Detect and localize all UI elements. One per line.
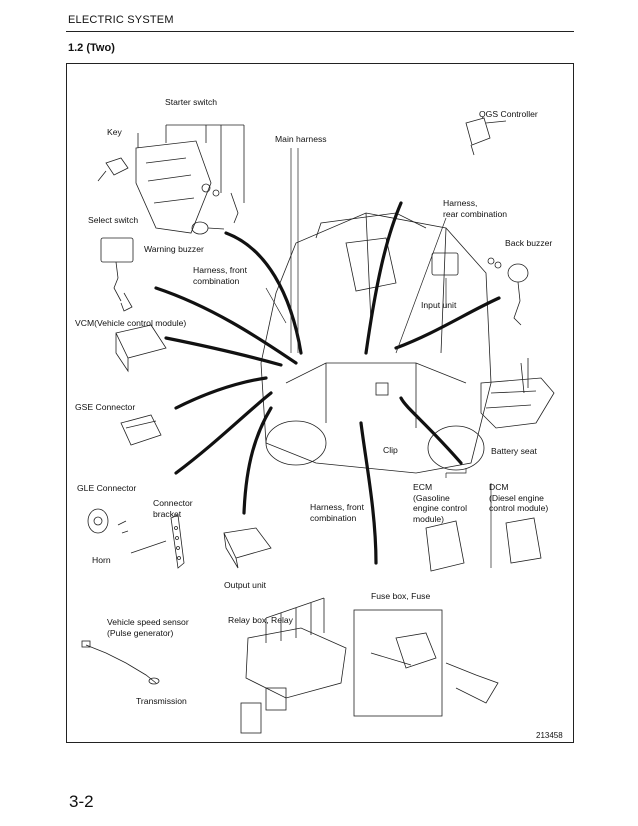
qgs-controller-shape xyxy=(465,117,491,156)
battery-seat-shape xyxy=(480,377,555,429)
input-unit-shape xyxy=(431,252,459,276)
label-ecm: ECM (Gasoline engine control module) xyxy=(413,482,467,524)
label-key: Key xyxy=(107,127,122,137)
gse-connector-shape xyxy=(120,414,162,446)
label-vcm: VCM(Vehicle control module) xyxy=(75,318,187,328)
label-gle-connector: GLE Connector xyxy=(77,483,137,493)
subsection-title: 1.2 (Two) xyxy=(68,42,115,54)
section-header: ELECTRIC SYSTEM xyxy=(68,14,174,26)
ecm-shape xyxy=(425,520,465,572)
figure-frame xyxy=(66,63,574,743)
label-input-unit: Input unit xyxy=(421,300,457,310)
select-switch-shape xyxy=(100,237,134,263)
truck-wheel-left xyxy=(265,420,327,466)
leader-harness-front xyxy=(265,287,287,324)
vcm-shape xyxy=(115,324,167,373)
label-main-harness: Main harness xyxy=(275,134,327,144)
label-clip: Clip xyxy=(383,445,398,455)
speed-sensor-shape xyxy=(85,644,157,684)
label-output-unit: Output unit xyxy=(224,580,267,590)
label-vehicle-speed-sensor: Vehicle speed sensor (Pulse generator) xyxy=(107,617,189,638)
connector-bracket-shape xyxy=(170,514,185,569)
label-select-switch: Select switch xyxy=(88,215,139,225)
label-starter-switch: Starter switch xyxy=(165,97,218,107)
clip-shape xyxy=(375,382,389,396)
header-rule xyxy=(66,31,574,32)
label-relay-box: Relay box, Relay xyxy=(228,615,293,625)
label-transmission: Transmission xyxy=(136,696,187,706)
label-connector-bracket: Connector bracket xyxy=(153,498,193,519)
figure-number: 213458 xyxy=(536,731,563,740)
leader-harness-rear xyxy=(395,217,447,354)
fuse-box-frame xyxy=(353,609,443,717)
key-icon xyxy=(97,157,129,182)
label-gse-connector: GSE Connector xyxy=(75,402,136,412)
label-fuse-box: Fuse box, Fuse xyxy=(371,591,431,601)
page-number: 3-2 xyxy=(69,792,94,811)
horn-shape xyxy=(87,508,109,534)
truck-overhead-guard xyxy=(315,212,447,354)
label-qgs-controller: QGS Controller xyxy=(479,109,538,119)
leader-ecm xyxy=(446,468,467,474)
truck-body-outline xyxy=(260,212,492,474)
label-harness-rear: Harness, rear combination xyxy=(443,198,508,219)
label-battery-seat: Battery seat xyxy=(491,446,537,456)
label-harness-front-top: Harness, front combination xyxy=(193,265,247,286)
relay-box-shape xyxy=(245,627,347,699)
truck-wheel-right xyxy=(427,425,485,471)
label-harness-front-bottom: Harness, front combination xyxy=(310,502,364,523)
wiring-diagram-illustration xyxy=(81,117,555,734)
label-warning-buzzer: Warning buzzer xyxy=(144,244,204,254)
output-unit-shape xyxy=(223,527,272,569)
dcm-shape xyxy=(505,517,542,564)
label-back-buzzer: Back buzzer xyxy=(505,238,553,248)
starter-switch-body xyxy=(135,140,212,234)
label-horn: Horn xyxy=(92,555,111,565)
back-buzzer-shape xyxy=(507,263,529,283)
label-dcm: DCM (Diesel engine control module) xyxy=(489,482,549,513)
